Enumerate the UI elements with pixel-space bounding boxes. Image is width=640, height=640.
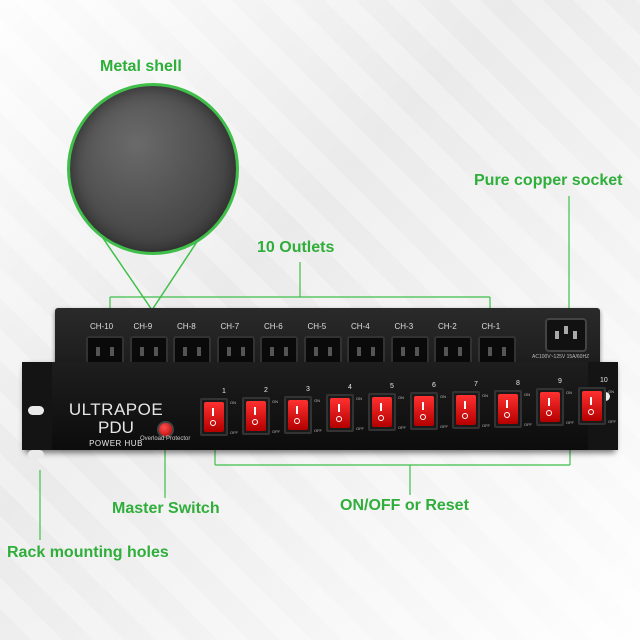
rack-hole	[28, 406, 44, 415]
outlet-label: CH-10	[90, 322, 114, 331]
channel-switch-10[interactable]	[578, 387, 606, 426]
switch-number: 10	[600, 377, 608, 385]
channel-switch-8[interactable]	[494, 389, 522, 428]
switch-on-label: ON	[524, 391, 530, 397]
outlet-label: CH-3	[394, 322, 414, 331]
switch-off-label: OFF	[314, 427, 322, 433]
callout-copper-socket: Pure copper socket	[474, 172, 623, 189]
channel-switch-6[interactable]	[410, 392, 438, 430]
switch-off-label: OFF	[272, 428, 280, 434]
power-input-rating: AC100V~125V 15A/60HZ	[532, 354, 590, 360]
callout-metal-shell: Metal shell	[100, 58, 182, 75]
outlet-label: CH-4	[351, 322, 370, 331]
switch-off-label: OFF	[608, 419, 616, 425]
switch-number: 7	[474, 380, 478, 388]
outlet-label: CH-8	[177, 322, 196, 331]
channel-switch-4[interactable]	[326, 394, 354, 433]
brand-line2: PDU	[98, 418, 134, 437]
channel-switch-3[interactable]	[284, 395, 312, 434]
brand-plate: ULTRAPOE PDU POWER HUB	[66, 400, 166, 448]
switch-off-label: OFF	[230, 430, 238, 435]
master-switch-label: Overload Protector	[140, 436, 191, 442]
switch-number: 6	[432, 382, 436, 389]
switch-on-label: ON	[608, 389, 614, 395]
callout-onoff-reset: ON/OFF or Reset	[340, 497, 469, 514]
channel-switch-7[interactable]	[452, 390, 480, 429]
channel-switch-5[interactable]	[368, 393, 396, 432]
outlet-label: CH-5	[307, 322, 327, 331]
outlet-label: CH-1	[481, 322, 501, 331]
callout-outlets: 10 Outlets	[257, 239, 335, 256]
channel-switch-2[interactable]	[242, 396, 270, 435]
switch-number: 4	[348, 384, 352, 392]
channel-switch-1[interactable]	[200, 398, 228, 436]
switch-number: 3	[306, 385, 310, 393]
outlet-label: CH-7	[220, 322, 240, 331]
switch-off-label: OFF	[566, 420, 574, 426]
switch-on-label: ON	[314, 397, 320, 403]
switch-off-label: OFF	[398, 425, 406, 431]
outlet-label: CH-2	[438, 322, 457, 331]
switch-on-label: ON	[440, 394, 446, 399]
switch-off-label: OFF	[482, 422, 490, 428]
switch-on-label: ON	[566, 390, 572, 396]
switch-on-label: ON	[230, 400, 236, 405]
switch-number: 2	[264, 386, 268, 394]
switch-off-label: OFF	[440, 424, 448, 429]
switch-on-label: ON	[398, 395, 404, 401]
master-switch-button[interactable]	[157, 421, 174, 438]
rack-hole	[28, 450, 44, 459]
brand-line1: ULTRAPOE	[68, 400, 164, 419]
switch-number: 9	[558, 378, 562, 386]
switch-on-label: ON	[482, 392, 488, 398]
switch-on-label: ON	[272, 398, 278, 404]
iec-power-socket	[545, 318, 587, 352]
metal-shell-zoom-circle	[67, 83, 239, 255]
outlet-label: CH-6	[264, 322, 283, 331]
callout-rack-holes: Rack mounting holes	[7, 544, 169, 561]
switch-on-label: ON	[356, 396, 362, 402]
switch-off-label: OFF	[356, 426, 364, 432]
switch-off-label: OFF	[524, 421, 532, 427]
switch-number: 1	[222, 388, 226, 395]
outlet-label: CH-9	[133, 322, 153, 331]
callout-master-switch: Master Switch	[112, 500, 220, 517]
switch-number: 5	[390, 383, 394, 391]
switch-number: 8	[516, 379, 520, 387]
channel-switch-9[interactable]	[536, 388, 564, 427]
rack-ear-left	[22, 362, 52, 459]
brand-line3: POWER HUB	[89, 439, 143, 448]
